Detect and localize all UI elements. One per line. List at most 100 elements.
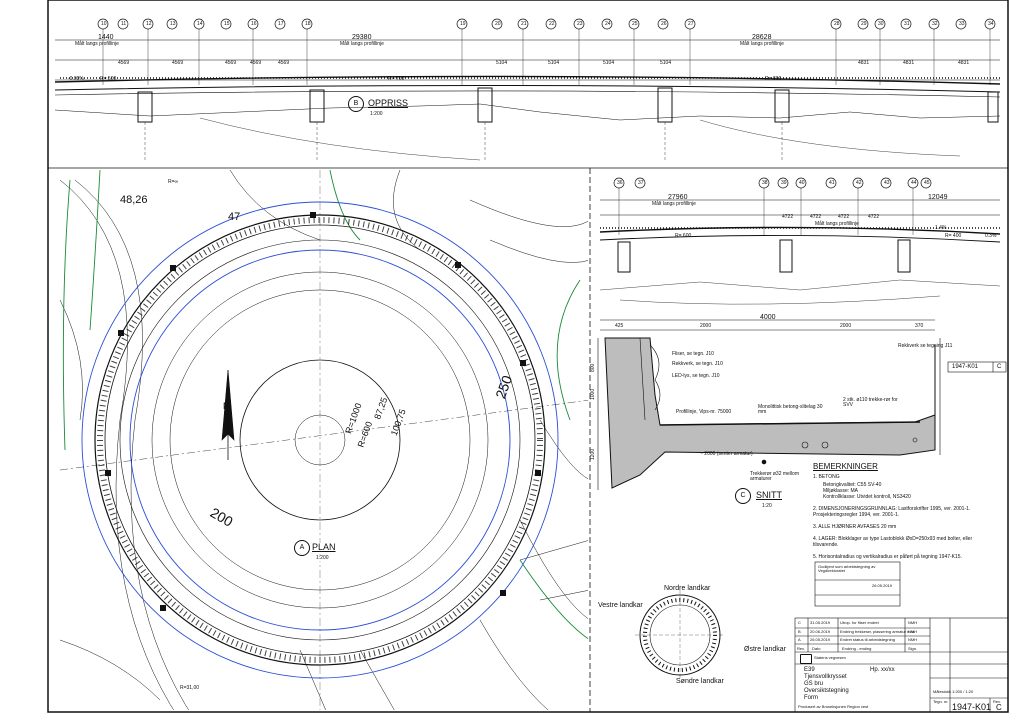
elev-b-span: 4569: [278, 60, 290, 66]
axis-number: 43: [884, 180, 890, 186]
elev-b-dim-note-left: Målt langs profillinje: [75, 41, 119, 47]
axis-number: 22: [549, 21, 555, 27]
tb-row-text: Endret status til arbeidstegning: [840, 637, 895, 642]
plan-a: [59, 170, 588, 710]
section-dim-left: 1200: [590, 448, 596, 460]
axis-number: 27: [688, 21, 694, 27]
axis-number: 10: [101, 21, 107, 27]
elev-b-dim-left: 1440: [98, 34, 114, 41]
axis-number: 34: [988, 21, 994, 27]
elev-b-slope: -0.09%: [68, 76, 84, 82]
tb-hp: Hp. xx/xx: [870, 667, 895, 673]
elev-b-radius-right: R= 800: [765, 76, 782, 82]
org-name: Statens vegvesen: [814, 655, 846, 660]
axis-number: 40: [799, 180, 805, 186]
elev-ur-span: 4722: [838, 214, 850, 220]
note-item: 3. ALLE HJØRNER AVFASES 20 mm: [813, 524, 897, 530]
plan-a-scale: 1:200: [316, 555, 329, 561]
section-c: [597, 319, 941, 490]
tb-row-date: 31.05.2019: [810, 620, 831, 625]
axis-number: 17: [278, 21, 284, 27]
section-c-title: SNITT: [756, 490, 782, 500]
elev-ur-dim-b: 12049: [928, 194, 948, 201]
plan-radius-label: R=∞: [168, 179, 179, 185]
axis-number: 45: [924, 180, 930, 186]
axis-number: 28: [834, 21, 840, 27]
axis-number: 21: [521, 21, 527, 27]
elev-b-span: 5104: [548, 60, 560, 66]
section-dim-left: 800: [590, 363, 596, 372]
axis-number: 15: [224, 21, 230, 27]
elev-ur-slope-b: 0.3%: [985, 233, 997, 239]
elev-ur-radius-a: R= 600: [675, 233, 692, 239]
elev-b-span: 4831: [903, 60, 915, 66]
key-plan-east: Østre landkar: [744, 646, 787, 653]
elev-ur-span: 4722: [810, 214, 822, 220]
section-dim: 370: [915, 323, 924, 329]
elev-b-span: 4569: [172, 60, 184, 66]
section-callout: Profillinje, Vips-nr. 75000: [676, 409, 732, 415]
elev-b-dim-note-mid: Målt langs profillinje: [340, 41, 384, 47]
tb-row-text: Endring trekkerør, plassering armatur e.…: [840, 629, 915, 634]
tb-header-text: Endring - ending: [842, 646, 872, 651]
section-callout: 2 stk. ø110 trekke-rør for SVV: [843, 397, 898, 408]
note-item: 4. LAGER: Blokklager av type Lastoblokk …: [813, 536, 973, 548]
elev-b-span: 4569: [250, 60, 262, 66]
section-callout: Monolittisk betong-slitelag 30 mm: [758, 404, 823, 415]
tb-scale: Målestokk 1:200 / 1:20: [933, 689, 974, 694]
approval-date: 26.05.2019: [872, 583, 893, 588]
elev-b-dim-mid: 29380: [352, 34, 372, 41]
elev-b-dim-note-right: Målt langs profillinje: [740, 41, 784, 47]
axis-number: 18: [305, 21, 311, 27]
axis-number: 12: [146, 21, 152, 27]
axis-number: 13: [170, 21, 176, 27]
key-plan-west: Vestre landkar: [598, 602, 643, 609]
axis-number: 23: [577, 21, 583, 27]
ref-revision: C: [997, 364, 1002, 370]
elev-b-label: B: [348, 96, 364, 112]
tb-header-date: Dato: [812, 646, 821, 651]
section-c-scale: 1:20: [762, 503, 772, 509]
section-c-label: C: [735, 488, 751, 504]
tb-row-rev: C: [798, 620, 801, 625]
tb-name4: Form: [804, 695, 818, 701]
axis-number: 25: [632, 21, 638, 27]
axis-number: 20: [495, 21, 501, 27]
tb-rev-label: Rev.: [993, 699, 1001, 704]
tb-row-sign: NMH: [908, 637, 918, 642]
axis-number: 16: [251, 21, 257, 27]
elevation-upper-right: [599, 177, 1001, 305]
tb-row-sign: NMH: [908, 620, 918, 625]
elev-b-span: 4569: [225, 60, 237, 66]
tb-drawing-no-label: Tegn. nr.: [933, 699, 949, 704]
axis-number: 38: [762, 180, 768, 186]
key-plan: [635, 590, 725, 680]
section-dim: 2000: [700, 323, 712, 329]
section-callout: Rekkverk, se tegn. J10: [672, 361, 723, 367]
plan-a-label: A: [294, 540, 310, 556]
tb-header-sign: Sign.: [908, 646, 918, 651]
note-item: 5. Horisontalradius og vertikalradius er…: [813, 554, 962, 560]
tb-producer: Produsert av Bruseksjonen Region vest: [798, 704, 869, 709]
elev-b-dim-right: 28628: [752, 34, 772, 41]
plan-value: 48,26: [120, 194, 148, 206]
tb-row-date: 20.06.2019: [810, 629, 831, 634]
axis-number: 32: [932, 21, 938, 27]
elev-b-scale: 1:200: [370, 111, 383, 117]
section-dim-left: 1000: [590, 388, 596, 400]
axis-number: 31: [904, 21, 910, 27]
north-label: N: [223, 401, 230, 411]
note-item: 1. BETONG: [813, 474, 840, 480]
elev-ur-slope-a: 1.4%: [935, 225, 947, 231]
elev-ur-radius-b: R= 400: [945, 233, 962, 239]
elev-b-radius-left: R= 500: [100, 76, 117, 82]
note-item: Miljøklasse: MA: [823, 488, 859, 494]
axis-number: 39: [781, 180, 787, 186]
axis-number: 36: [617, 180, 623, 186]
org-logo: [800, 654, 812, 664]
elev-b-span: 4569: [118, 60, 130, 66]
axis-number: 37: [638, 180, 644, 186]
notes-block: BEMERKNINGER 1. BETONG Betongkvalitet: C…: [813, 462, 998, 560]
title-block-grid: [794, 361, 1009, 713]
note-item: Kontrollklasse: Utvidet kontroll, NS3420: [823, 494, 911, 500]
